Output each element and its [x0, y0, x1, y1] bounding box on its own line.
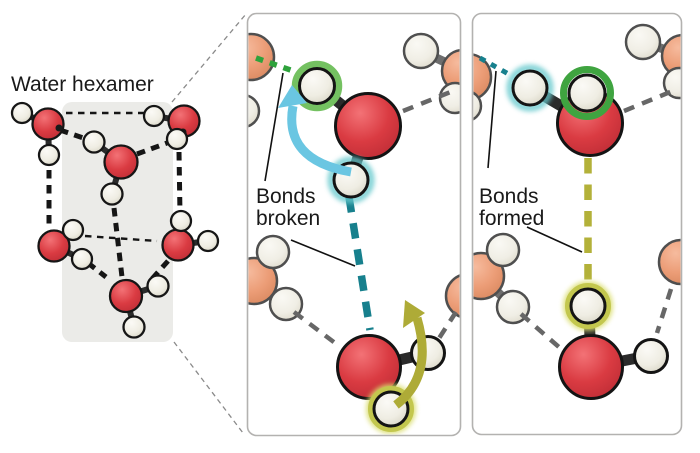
panel-frame: [471, 12, 683, 436]
hydrogen-atom: [169, 209, 193, 233]
hydrogen-bond-dashed-gray: [292, 310, 341, 348]
bottom-water-molecule: [336, 334, 446, 434]
bonds-broken-panel: Bonds broken: [246, 12, 462, 437]
highlight-halo-teal: [327, 156, 375, 204]
formed-bond-dashed-teal: [478, 55, 514, 79]
hydrogen-atom-faded: [402, 32, 440, 70]
oxygen-atom: [103, 144, 139, 180]
hydrogen-bond-dashed: [84, 234, 158, 243]
oxygen-atom-faded: [473, 52, 493, 102]
oxygen-atom: [558, 334, 624, 400]
oxygen-atom-faded-right-edge: [444, 272, 460, 320]
hydrogen-atom: [410, 335, 446, 371]
water-molecule-middle: [82, 130, 139, 206]
central-water-molecule: [506, 64, 624, 157]
oxygen-atom-faded-right-edge: [657, 238, 681, 286]
hydrogen-atom-faded: [248, 93, 261, 129]
hydrogen-atom-faded: [473, 89, 483, 123]
hydrogen-atom: [82, 130, 106, 154]
hydrogen-bond-dashed: [176, 151, 183, 215]
bonds-broken-label-line2: broken: [256, 207, 320, 230]
hydrogen-atom: [37, 143, 61, 167]
water-molecule-bottom-center: [108, 274, 170, 339]
gray-hydrogen-bonds: [519, 87, 676, 350]
arrowhead: [403, 300, 425, 328]
label-pointer-line: [264, 72, 284, 182]
bottom-water-molecule: [558, 281, 669, 400]
hydrogen-atom: [142, 104, 166, 128]
highlight-ring-olive: [565, 283, 611, 329]
highlight-ring-green: [291, 60, 343, 112]
broken-bond-dashed-teal: [345, 196, 374, 331]
oxygen-atom: [161, 228, 195, 262]
oxygen-atom-faded: [248, 32, 276, 82]
faded-molecule-left: [248, 234, 304, 322]
faded-molecule-top-left: [248, 32, 276, 129]
label-pointer-line: [487, 70, 497, 169]
hydrogen-atom-faded: [624, 23, 662, 61]
hydrogen-bond-dashed-gray: [432, 310, 458, 348]
hydrogen-bond-dashed-gray: [402, 88, 454, 114]
zoom-callout-line-bottom: [173, 341, 244, 434]
faded-molecule-top-right: [402, 32, 460, 115]
back-bond-nub: [55, 124, 63, 132]
hydrogen-atom-faded: [662, 66, 681, 100]
oxygen-atom: [108, 278, 144, 314]
hydrogen-atom: [165, 127, 189, 151]
bonds-formed-panel: Bonds formed: [471, 12, 683, 436]
hydrogen-bond-dashed: [111, 207, 125, 278]
hydrogen-atom: [511, 69, 549, 107]
bonds-formed-label-line1: Bonds: [479, 185, 539, 208]
oxygen-atom-faded: [440, 48, 460, 94]
hydrogen-bond-dashed: [136, 140, 168, 157]
rotation-arrow-cyan: [278, 85, 352, 177]
hydrogen-atom-faded: [485, 232, 521, 268]
hydrogen-atom-faded: [438, 81, 460, 115]
faded-molecule-top-right: [624, 23, 681, 100]
arrowhead: [278, 85, 307, 108]
faded-molecule-top-left: [473, 52, 493, 123]
label-pointer-line: [526, 226, 583, 253]
oxygen-atom: [31, 107, 65, 141]
water-molecule-top-left: [10, 101, 65, 167]
gray-hydrogen-bonds: [292, 88, 458, 348]
hydrogen-atom: [196, 229, 220, 253]
hydrogen-atom: [567, 73, 607, 113]
water-molecule-bottom-left: [37, 218, 94, 271]
water-molecule-top-right: [142, 104, 201, 151]
hydrogen-atom-faded: [255, 234, 291, 270]
bonds-broken-label-line1: Bonds: [256, 185, 316, 208]
zoom-callout-line-top: [171, 13, 247, 103]
bonds-formed-label-line2: formed: [479, 207, 544, 230]
oxygen-atom: [334, 92, 402, 160]
highlight-ring-olive: [368, 386, 414, 432]
highlight-ring-green: [560, 66, 614, 120]
hexamer-backdrop: [62, 102, 173, 342]
water-hexamer-label: Water hexamer: [11, 73, 154, 96]
oxygen-atom-faded: [660, 33, 681, 79]
hydrogen-bond-dashed: [59, 127, 90, 143]
water-molecule-bottom-right: [161, 209, 220, 262]
hydrogen-atom: [633, 338, 669, 374]
oxygen-atom-faded: [248, 256, 279, 306]
hydrogen-atom: [70, 247, 94, 271]
hydrogen-bond-dashed-gray: [623, 87, 676, 114]
hydrogen-atom: [569, 287, 607, 325]
hydrogen-atom: [122, 315, 146, 339]
highlight-halo-teal: [506, 64, 554, 112]
oxygen-atom-faded: [473, 251, 506, 301]
hydrogen-atom: [146, 274, 170, 298]
hydrogen-atom: [10, 101, 34, 125]
hydrogen-atom: [61, 218, 85, 242]
hydrogen-bond-dashed-gray: [519, 312, 562, 350]
label-pointer-line: [290, 239, 356, 267]
oxygen-atom: [37, 229, 71, 263]
hydrogen-bond-dashed-gray: [654, 288, 674, 334]
water-hexamer-group: Water hexamer: [10, 13, 247, 434]
rotation-arrow-olive: [393, 300, 427, 409]
hydrogen-atom: [298, 67, 336, 105]
hexamer-hydrogen-bonds-thin: [66, 111, 158, 243]
hydrogen-atom: [100, 182, 124, 206]
